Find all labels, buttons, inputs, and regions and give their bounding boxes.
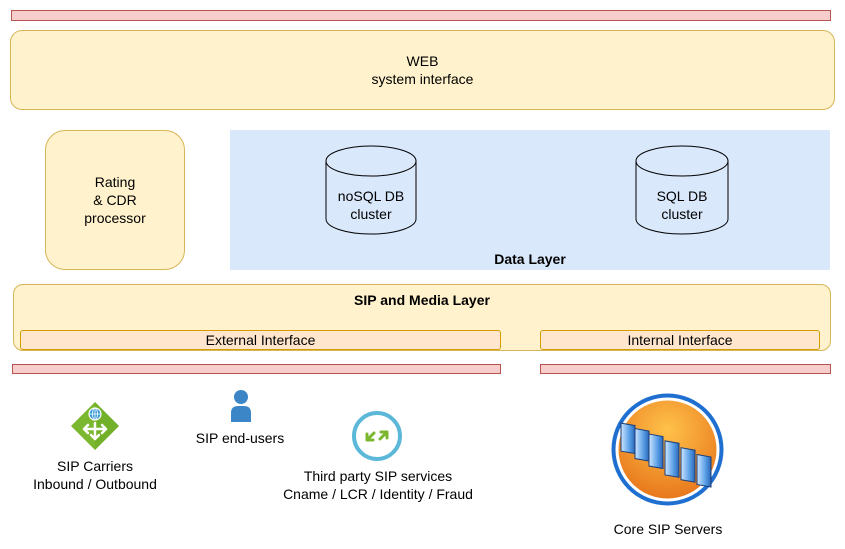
third-party-line1: Third party SIP services — [303, 468, 453, 484]
nosql-db-cylinder — [325, 145, 417, 235]
nosql-line2: cluster — [350, 206, 392, 222]
top-bar — [11, 10, 831, 21]
user-icon — [229, 389, 253, 423]
sql-db-label: SQL DB cluster — [635, 185, 729, 225]
connection-arrows-icon — [351, 410, 403, 462]
internal-bar — [540, 364, 831, 374]
sip-carrier-router-icon — [70, 401, 120, 451]
sip-carriers-line1: SIP Carriers — [57, 458, 133, 474]
external-bar — [12, 364, 501, 374]
sip-media-layer-label: SIP and Media Layer — [354, 292, 490, 308]
server-rack-icon — [609, 391, 726, 508]
rating-cdr-box: Rating & CDR processor — [45, 130, 185, 270]
data-layer-box — [230, 130, 830, 270]
nosql-line1: noSQL DB — [337, 188, 405, 204]
core-sip-servers-label: Core SIP Servers — [613, 521, 723, 537]
sql-line1: SQL DB — [656, 188, 708, 204]
sip-carriers-line2: Inbound / Outbound — [33, 476, 157, 492]
data-layer-label: Data Layer — [494, 251, 566, 267]
nosql-db-label: noSQL DB cluster — [325, 185, 417, 225]
sip-end-users-label: SIP end-users — [195, 430, 285, 446]
rating-line1: Rating — [94, 174, 136, 190]
rating-line2: & CDR — [93, 192, 137, 208]
web-interface-box: WEB system interface — [10, 30, 835, 110]
external-interface-box: External Interface — [20, 330, 501, 350]
web-title: WEB — [406, 53, 439, 69]
rating-line3: processor — [84, 210, 146, 226]
web-subtitle: system interface — [371, 71, 474, 87]
sql-line2: cluster — [661, 206, 703, 222]
internal-interface-box: Internal Interface — [540, 330, 820, 350]
sip-carriers-label: SIP Carriers Inbound / Outbound — [10, 457, 180, 493]
internal-interface-label: Internal Interface — [627, 332, 733, 348]
third-party-line2: Cname / LCR / Identity / Fraud — [283, 486, 473, 502]
sql-db-cylinder — [635, 145, 729, 235]
external-interface-label: External Interface — [205, 332, 316, 348]
third-party-label: Third party SIP services Cname / LCR / I… — [258, 467, 498, 503]
